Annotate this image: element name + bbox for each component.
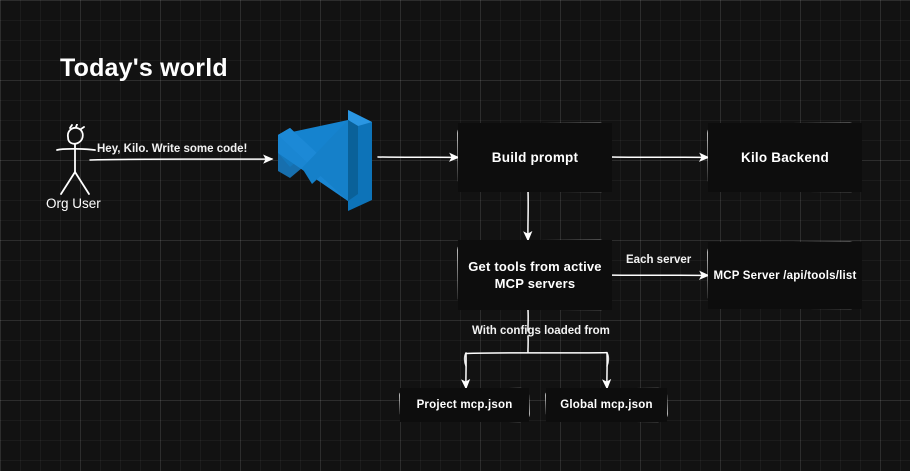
node-label-global-mcp-json: Global mcp.json [560,399,653,411]
node-label-get-tools-line2: MCP servers [494,276,576,291]
node-label-project-mcp-json: Project mcp.json [416,399,513,411]
edge-label-user-to-editor: Hey, Kilo. Write some code! [97,143,248,155]
node-build-prompt[interactable]: Build prompt [458,123,612,192]
node-label-kilo-backend: Kilo Backend [741,150,829,165]
node-kilo-backend[interactable]: Kilo Backend [708,123,862,192]
edge-branch-corner-left [463,352,467,367]
node-project-mcp-json[interactable]: Project mcp.json [400,388,529,422]
edge-user-to-editor [89,154,274,164]
stick-figure-icon [56,124,96,195]
edge-branch-corner-right [606,352,610,367]
node-global-mcp-json[interactable]: Global mcp.json [546,388,667,422]
node-label-get-tools-line1: Get tools from active [468,259,602,274]
page-title: Today's world [60,54,228,82]
edge-label-each-server: Each server [626,254,692,266]
node-get-tools[interactable]: Get tools from active MCP servers [458,240,612,310]
vscode-logo-icon [278,110,372,211]
edge-branch-bar [465,351,608,355]
node-label-build-prompt: Build prompt [491,150,579,165]
actor-label: Org User [46,196,101,211]
node-mcp-server[interactable]: MCP Server /api/tools/list [708,242,862,309]
edge-label-with-configs: With configs loaded from [472,325,610,337]
node-label-mcp-server: MCP Server /api/tools/list [713,269,857,282]
